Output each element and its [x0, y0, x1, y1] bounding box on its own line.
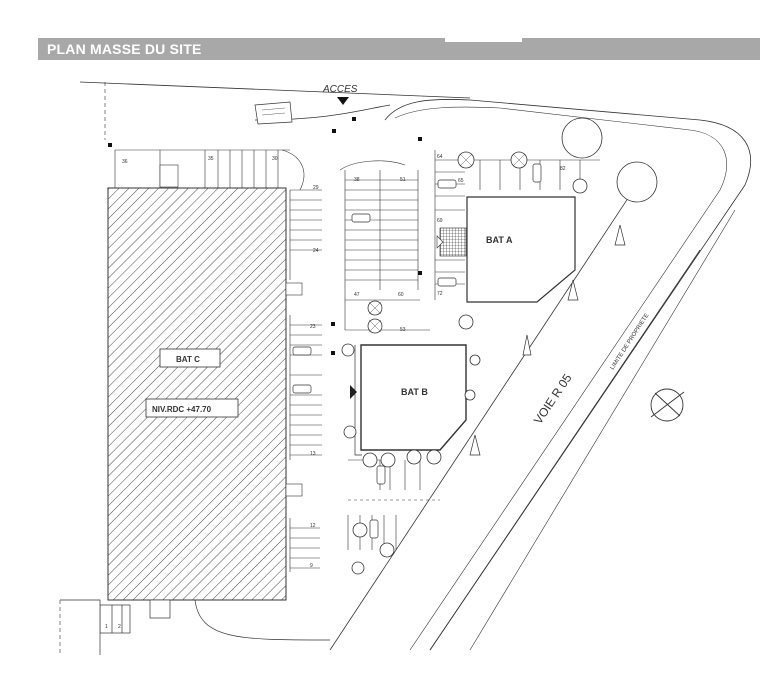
svg-text:1: 1	[105, 624, 108, 630]
building-bat-b	[360, 344, 467, 451]
svg-text:51: 51	[400, 177, 406, 183]
svg-text:60: 60	[398, 292, 404, 298]
svg-text:64: 64	[437, 154, 443, 160]
svg-text:12: 12	[310, 523, 316, 529]
header-divider	[445, 38, 522, 42]
svg-text:2: 2	[118, 624, 121, 630]
survey-markers	[108, 117, 422, 355]
voie-r05-edge	[329, 179, 641, 651]
bat-a-label: BAT A	[486, 235, 513, 245]
svg-text:36: 36	[122, 159, 128, 165]
bat-b-entrance-marker	[350, 385, 357, 399]
parking-row-north	[114, 149, 290, 188]
property-limit	[429, 249, 701, 651]
svg-text:13: 13	[310, 451, 316, 457]
bat-a-grid	[439, 227, 467, 257]
svg-text:53: 53	[400, 327, 406, 333]
building-bat-a	[466, 196, 576, 303]
bat-c-label: BAT C	[176, 355, 200, 364]
page-title: PLAN MASSE DU SITE	[47, 41, 202, 57]
header-bar: PLAN MASSE DU SITE	[38, 38, 760, 60]
svg-text:38: 38	[354, 177, 360, 183]
svg-text:69: 69	[437, 218, 443, 224]
svg-text:65: 65	[458, 178, 464, 184]
acces-arrow-icon	[337, 97, 349, 105]
road-outer-edge	[384, 98, 751, 651]
south-structures	[60, 599, 171, 655]
svg-text:30: 30	[272, 156, 278, 162]
north-arrow-icon	[650, 388, 685, 422]
svg-text:82: 82	[560, 166, 566, 172]
site-plan: ACCES BAT A BAT B BAT C NIV.RDC +47.70 V…	[59, 81, 751, 655]
niv-rdc-label: NIV.RDC +47.70	[152, 405, 212, 414]
voie-label: VOIE R 05	[531, 371, 575, 427]
svg-text:9: 9	[310, 563, 313, 569]
svg-text:23: 23	[310, 324, 316, 330]
cars	[292, 163, 542, 539]
parking-numbers: 36 35 30 29 24 38 51 64 65 69 72 47 60 5…	[105, 154, 566, 630]
bat-b-label: BAT B	[401, 387, 428, 397]
north-boundary	[79, 81, 471, 99]
svg-text:35: 35	[208, 156, 214, 162]
shrubs	[469, 224, 626, 456]
svg-text:24: 24	[313, 248, 319, 254]
building-bat-c	[107, 187, 287, 601]
limite-label: LIMITE DE PROPRIETE	[610, 313, 651, 371]
acces-label: ACCES	[322, 84, 358, 95]
svg-text:29: 29	[313, 185, 319, 191]
svg-text:72: 72	[437, 291, 443, 297]
svg-text:47: 47	[354, 292, 360, 298]
